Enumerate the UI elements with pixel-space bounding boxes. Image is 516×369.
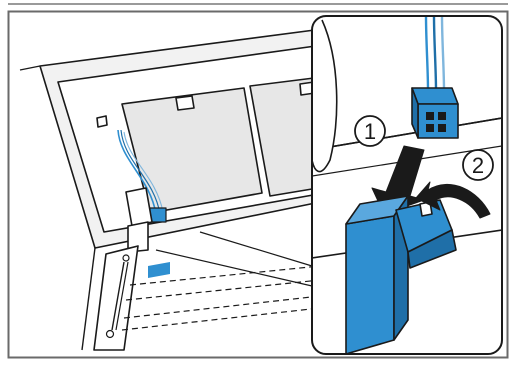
blue-holder-front (346, 216, 394, 354)
step-1-badge: 1 (355, 116, 385, 146)
small-button-outline (97, 116, 107, 127)
connector-icon (412, 88, 458, 138)
filter-handle-left (176, 96, 194, 110)
step-2-number: 2 (472, 153, 484, 178)
detail-callout: 1 2 (312, 16, 502, 354)
step-1-number: 1 (364, 119, 376, 144)
step-2-badge: 2 (463, 150, 493, 180)
